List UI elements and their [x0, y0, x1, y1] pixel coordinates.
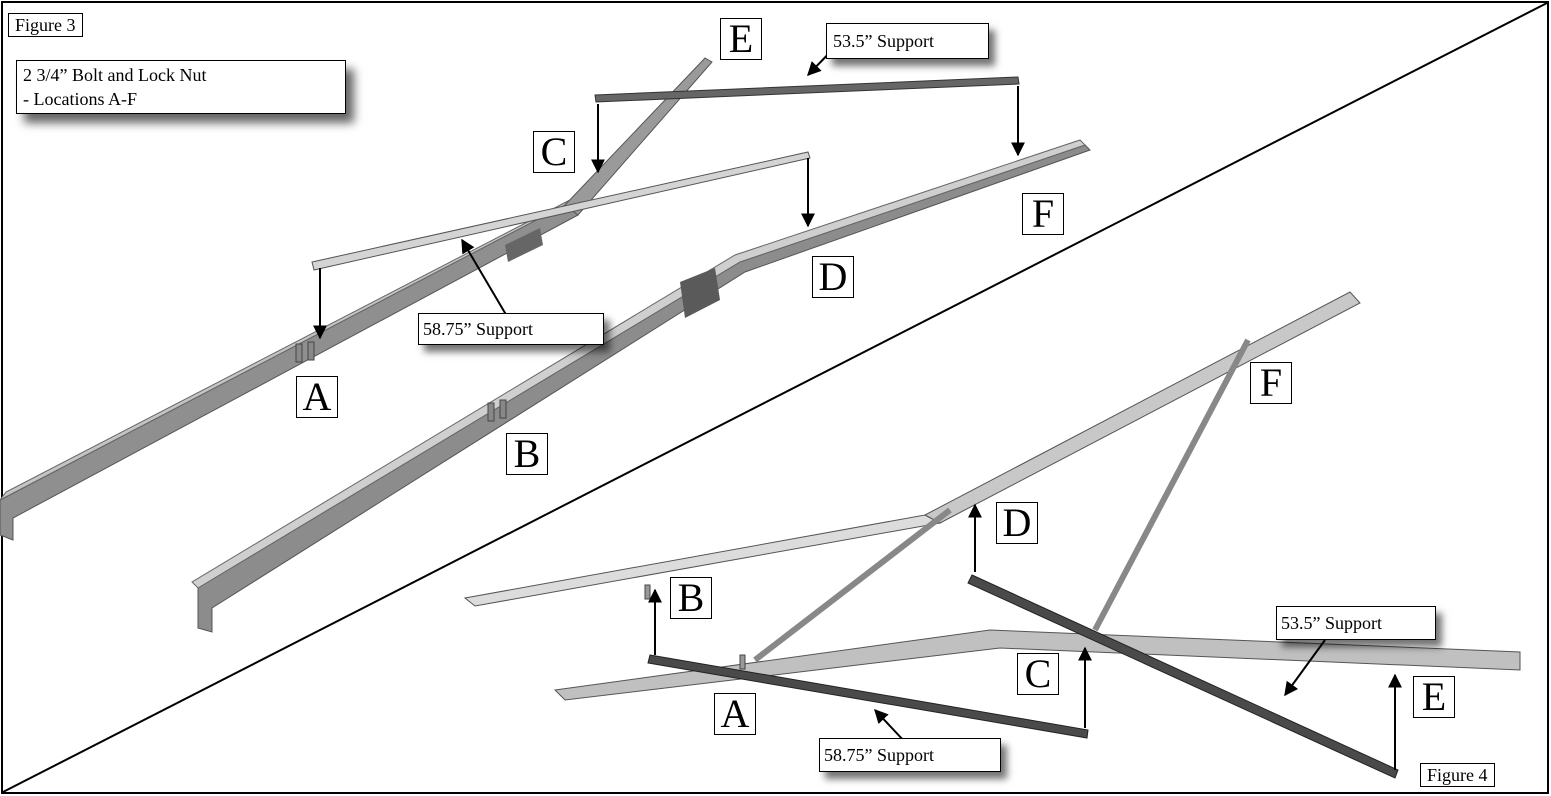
brace — [1092, 338, 1251, 632]
figure-4-label: Figure 4 — [1420, 763, 1495, 787]
figure3-parts — [0, 43, 1091, 633]
bolt-note-line-1: 2 3/4” Bolt and Lock Nut — [23, 65, 207, 85]
left-rail — [0, 204, 579, 541]
location-e-label: E — [720, 18, 762, 60]
brace — [753, 507, 952, 663]
support-58-75-callout: 58.75” Support — [418, 313, 604, 345]
rail-a — [553, 629, 1521, 701]
support-53-5-callout: 53.5” Support — [826, 23, 989, 59]
sleeve — [505, 228, 543, 262]
location-c-label: C — [1017, 653, 1059, 695]
location-e-label: E — [1413, 676, 1455, 718]
location-c-label: C — [533, 131, 575, 173]
sleeve — [680, 268, 720, 318]
support-58-75 — [311, 151, 811, 271]
location-b-label: B — [670, 577, 712, 619]
bolt-note-line-2: - Locations A-F — [23, 89, 137, 109]
support-58-75-callout: 58.75” Support — [819, 738, 1001, 772]
figure-3-label: Figure 3 — [8, 13, 83, 37]
location-f-label: F — [1250, 362, 1292, 404]
support-53-5-callout: 53.5” Support — [1276, 606, 1436, 640]
rail-d-top — [923, 291, 1361, 524]
figure4-parts — [463, 291, 1521, 779]
location-f-label: F — [1022, 193, 1064, 235]
support-58-75 — [647, 654, 1089, 739]
location-a-label: A — [714, 693, 756, 735]
location-d-label: D — [996, 502, 1038, 544]
location-b-label: B — [506, 433, 548, 475]
location-a-label: A — [296, 376, 338, 418]
location-d-label: D — [812, 256, 854, 298]
bolt-note: 2 3/4” Bolt and Lock Nut - Locations A-F — [16, 60, 346, 114]
support-53-5 — [967, 574, 1399, 779]
support-53-5 — [594, 76, 1020, 103]
